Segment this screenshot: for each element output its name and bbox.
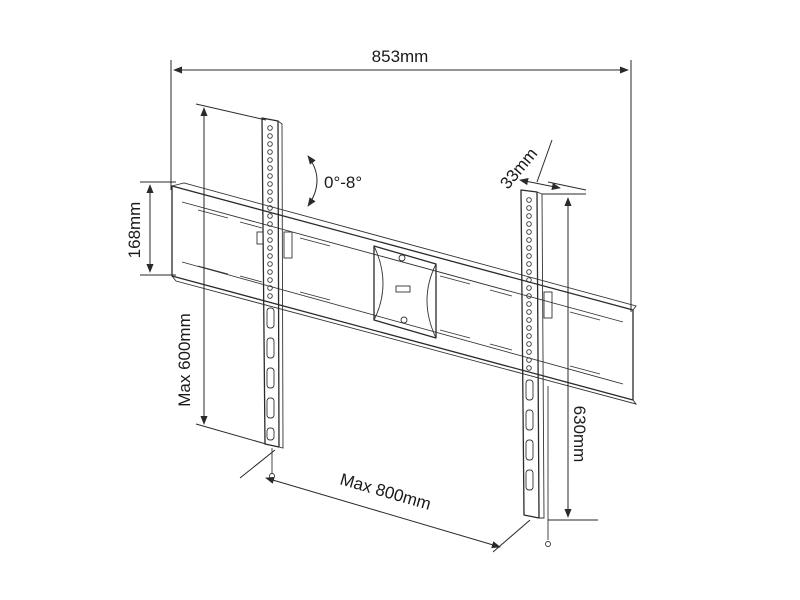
bracket-hole [526,197,532,203]
bracket-hole [526,309,532,315]
bracket-hole [526,333,532,339]
bracket-hole [267,253,273,259]
label-max-horizontal: Max 800mm [338,470,433,514]
dimension-max-horizontal: Max 800mm [239,449,531,553]
wall-frame [171,182,638,405]
bracket-hole [526,221,532,227]
bracket-hole [526,253,532,259]
label-tilt: 0°-8° [324,173,362,192]
dimension-depth: 33mm [496,139,587,193]
bracket-hole [526,293,532,299]
bracket-hole [267,197,273,203]
bracket-hole [526,285,532,291]
bracket-hole [267,165,273,171]
label-frame-height: 168mm [125,202,144,259]
bracket-hole [267,293,273,299]
bracket-hole [267,245,273,251]
bracket-hole [267,221,273,227]
bracket-hole [267,133,273,139]
bracket-hole [267,141,273,147]
dimension-bracket-height: 630mm [542,193,598,521]
bracket-hole [267,125,273,131]
right-bracket [520,189,553,547]
bracket-hole [526,237,532,243]
bracket-hole [526,213,532,219]
dimension-overall-width: 853mm [170,47,632,312]
label-depth: 33mm [496,144,541,192]
bracket-hole [526,365,532,371]
dimension-max-vertical: Max 600mm [175,103,267,445]
bracket-hole [526,325,532,331]
bracket-hole [526,277,532,283]
bracket-hole [526,245,532,251]
bracket-hole [526,349,532,355]
center-plate [373,245,437,339]
bracket-hole [267,189,273,195]
bracket-hole [267,229,273,235]
bracket-hole [526,229,532,235]
bracket-hole [267,157,273,163]
bracket-hole [267,213,273,219]
bracket-hole [526,269,532,275]
tilt-indicator: 0°-8° [307,155,362,207]
bracket-hole [267,277,273,283]
bracket-hole [267,285,273,291]
bracket-hole [526,205,532,211]
label-bracket-height: 630mm [570,406,589,463]
bracket-hole [267,173,273,179]
label-overall-width: 853mm [372,47,429,66]
left-bracket [256,117,293,479]
bracket-hole [526,357,532,363]
bracket-hole [526,301,532,307]
bracket-hole [526,317,532,323]
bracket-hole [267,237,273,243]
bracket-hole [526,341,532,347]
bracket-hole [267,269,273,275]
bracket-hole [267,181,273,187]
label-max-vertical: Max 600mm [175,313,194,407]
bracket-hole [267,261,273,267]
bracket-hole [267,149,273,155]
bracket-hole [267,205,273,211]
bracket-hole [526,261,532,267]
dimension-frame-height: 168mm [125,181,176,276]
